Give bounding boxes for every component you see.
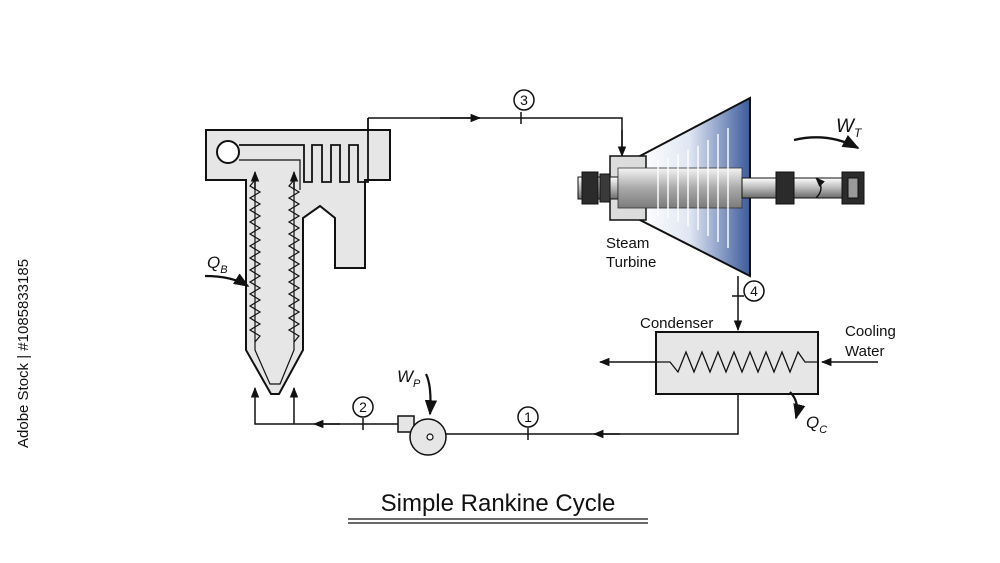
piping <box>254 112 744 440</box>
state-point-4-label: 4 <box>750 283 758 299</box>
condenser <box>598 331 878 420</box>
riser-tube-left <box>248 179 262 343</box>
pump-outlet <box>397 415 415 433</box>
condenser-shell <box>655 331 819 395</box>
pipe-boiler-to-turbine <box>368 117 623 152</box>
steam-turbine <box>577 96 865 278</box>
cooling-water-label-line-1: Cooling <box>845 323 896 340</box>
riser-tube-right <box>287 179 301 343</box>
state-point-3: 3 <box>513 89 535 111</box>
bearing-left-inner <box>599 173 611 203</box>
state-point-1-label: 1 <box>524 409 532 425</box>
qc-symbol: QC <box>806 413 827 436</box>
turbine-rotor <box>617 167 743 209</box>
pump-impeller <box>426 433 434 441</box>
superheater-coil-inner <box>239 159 301 190</box>
turbine-work-arrow <box>793 134 860 150</box>
state-point-2: 2 <box>352 396 374 418</box>
turbine-blades <box>657 128 729 248</box>
steam-drum <box>216 140 240 164</box>
heat-rejection-arrow <box>789 391 806 420</box>
bearing-left-outer <box>581 171 599 205</box>
cooling-water-label: Cooling Water <box>845 323 896 360</box>
stock-id-text: Adobe Stock | #1085833185 <box>15 259 32 448</box>
state-point-1: 1 <box>517 406 539 428</box>
heat-input-arrow <box>204 273 250 287</box>
shaft-rotation-arrow <box>815 177 826 199</box>
state-point-3-label: 3 <box>520 92 528 108</box>
pipe-condenser-to-pump <box>432 394 739 435</box>
boiler-body <box>205 129 391 395</box>
condenser-label: Condenser <box>640 315 713 332</box>
cooling-water-label-line-2: Water <box>845 343 884 360</box>
state-point-2-label: 2 <box>359 399 367 415</box>
diagram-title: Simple Rankine Cycle <box>381 490 616 517</box>
feed-pump <box>397 373 447 456</box>
coupling-end-inner <box>847 177 859 199</box>
condenser-coil <box>656 350 818 374</box>
state-point-4: 4 <box>743 280 765 302</box>
steam-turbine-label: Steam Turbine <box>606 235 656 271</box>
wp-symbol: WP <box>397 367 421 390</box>
boiler <box>204 118 391 406</box>
pump-work-arrow <box>424 373 438 416</box>
qb-symbol: QB <box>207 253 228 276</box>
pipe-pump-to-boiler <box>254 406 400 425</box>
wt-symbol: WT <box>836 116 863 140</box>
steam-turbine-label-line-1: Steam <box>606 235 649 252</box>
coupling-right <box>775 171 795 205</box>
steam-turbine-label-line-2: Turbine <box>606 254 656 271</box>
superheater-coil <box>239 118 369 183</box>
